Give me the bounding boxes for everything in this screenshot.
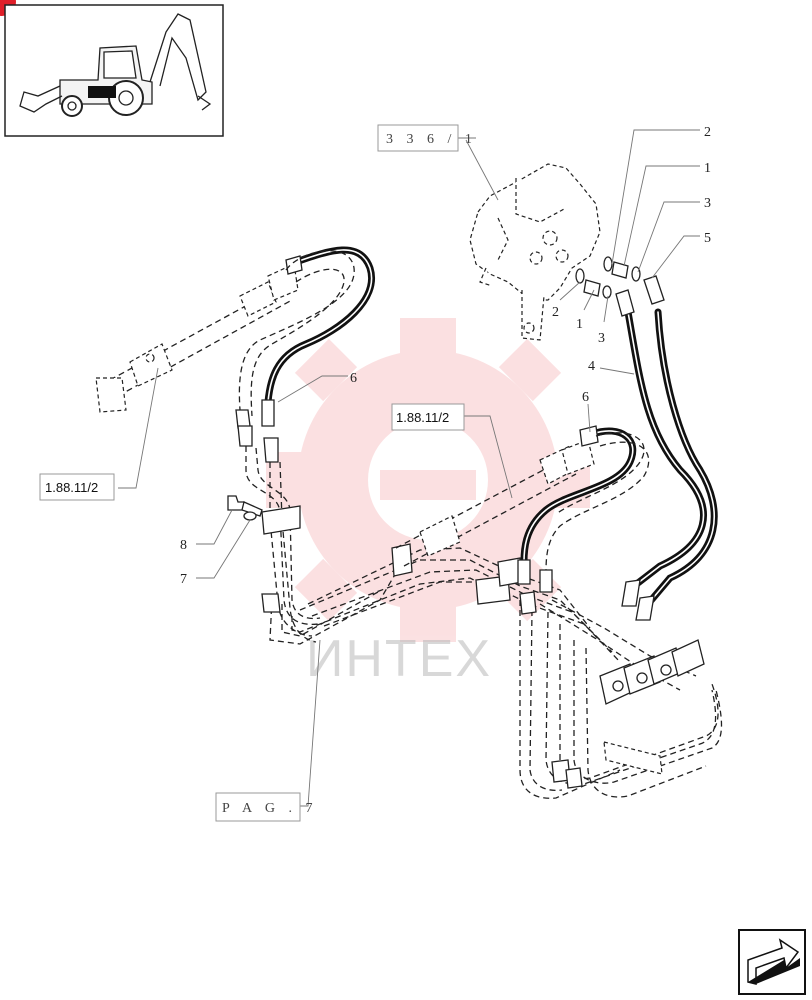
- washer-7[interactable]: [243, 511, 257, 521]
- adapter-fitting-low[interactable]: [583, 279, 601, 297]
- o-ring-top[interactable]: [603, 256, 641, 282]
- backhoe-loader-thumbnail[interactable]: [4, 4, 224, 137]
- fitting-right-a[interactable]: [539, 569, 553, 593]
- dashed-line-left-b: [250, 268, 345, 417]
- watermark-text: ИНТЕХ: [306, 630, 492, 688]
- fitting-left-c[interactable]: [263, 437, 279, 463]
- hose-left-6[interactable]: [261, 246, 376, 427]
- watermark-gear-logo: [266, 318, 590, 642]
- fitting-left-a[interactable]: [235, 409, 251, 429]
- ref-336-label: 3 3 6 / 1: [386, 132, 477, 147]
- hose-pair-4-5[interactable]: [615, 275, 718, 621]
- callout-1-low: 1: [576, 317, 583, 332]
- right-hydraulic-cylinder[interactable]: [395, 439, 595, 567]
- callout-5: 5: [704, 231, 711, 246]
- callout-1-top: 1: [704, 161, 711, 176]
- ref-box-pag7[interactable]: P A G . 7: [215, 792, 317, 822]
- callout-2-top: 2: [704, 125, 711, 140]
- callout-8: 8: [180, 538, 187, 553]
- callout-3-low: 3: [598, 331, 605, 346]
- dashed-line-right-a: [545, 441, 650, 575]
- ref-pag7-label: P A G . 7: [222, 801, 317, 816]
- hose-right-6[interactable]: [517, 425, 637, 585]
- callout-2-low: 2: [552, 305, 559, 320]
- callout-3-top: 3: [704, 196, 711, 211]
- next-page-arrow-icon[interactable]: [738, 929, 806, 995]
- ref-box-18811-center[interactable]: 1.88.11/2: [391, 403, 465, 431]
- callout-6-left: 6: [350, 371, 357, 386]
- leader-lines: [118, 129, 700, 807]
- dashed-line-right-b: [555, 432, 645, 515]
- auxiliary-valve-manifold[interactable]: [519, 591, 723, 799]
- fitting-left-b[interactable]: [237, 425, 253, 447]
- adapter-fitting-top[interactable]: [611, 261, 629, 279]
- callout-4: 4: [588, 359, 595, 374]
- ref-box-18811-left[interactable]: 1.88.11/2: [39, 473, 115, 501]
- callout-7: 7: [180, 572, 187, 587]
- ref-box-336[interactable]: 3 3 6 / 1: [377, 124, 477, 152]
- o-ring-low[interactable]: [575, 268, 612, 299]
- bolt-8[interactable]: [227, 495, 263, 517]
- highlighted-assembly-marker: [88, 86, 116, 98]
- ref-18811-left-label: 1.88.11/2: [45, 480, 98, 495]
- ref-18811-center-label: 1.88.11/2: [396, 410, 449, 425]
- control-valve-assembly[interactable]: [469, 163, 601, 341]
- callout-6-right: 6: [582, 390, 589, 405]
- dashed-line-left-a: [238, 250, 355, 411]
